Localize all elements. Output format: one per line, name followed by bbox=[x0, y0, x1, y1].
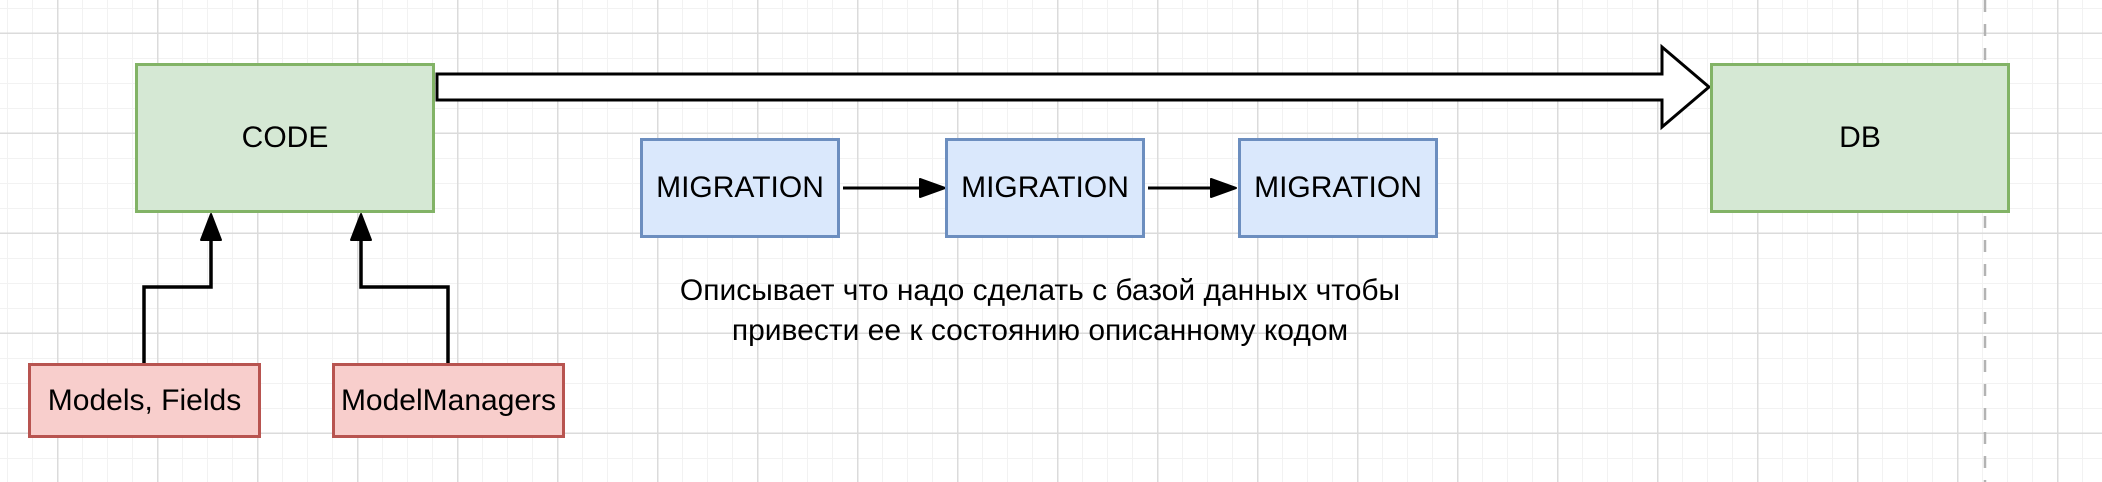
db-node-label: DB bbox=[1839, 121, 1881, 154]
model-managers-node[interactable]: ModelManagers bbox=[332, 363, 565, 438]
migration2-to-migration3-arrow[interactable] bbox=[1148, 178, 1237, 198]
code-to-db-arrow[interactable] bbox=[435, 43, 1712, 131]
db-node[interactable]: DB bbox=[1710, 63, 2010, 213]
model-managers-node-label: ModelManagers bbox=[340, 383, 557, 417]
code-node-label: CODE bbox=[241, 121, 329, 154]
migration1-to-migration2-arrow[interactable] bbox=[843, 178, 946, 198]
models-fields-node[interactable]: Models, Fields bbox=[28, 363, 261, 438]
migrations-annotation[interactable]: Описывает что надо сделать с базой данны… bbox=[540, 271, 1540, 351]
migrations-annotation-line1: Описывает что надо сделать с базой данны… bbox=[679, 274, 1401, 307]
migration-node-3[interactable]: MIGRATION bbox=[1238, 138, 1438, 238]
migration-node-1-label: MIGRATION bbox=[656, 171, 824, 204]
migration-node-3-label: MIGRATION bbox=[1254, 171, 1422, 204]
migration-node-2[interactable]: MIGRATION bbox=[945, 138, 1145, 238]
migrations-annotation-line2: привести ее к состоянию описанному кодом bbox=[731, 314, 1349, 347]
models-fields-node-label: Models, Fields bbox=[47, 383, 242, 417]
models-fields-to-code-arrow[interactable] bbox=[142, 213, 222, 363]
code-node[interactable]: CODE bbox=[135, 63, 435, 213]
model-managers-to-code-arrow[interactable] bbox=[350, 213, 450, 363]
migration-node-1[interactable]: MIGRATION bbox=[640, 138, 840, 238]
migration-node-2-label: MIGRATION bbox=[961, 171, 1129, 204]
